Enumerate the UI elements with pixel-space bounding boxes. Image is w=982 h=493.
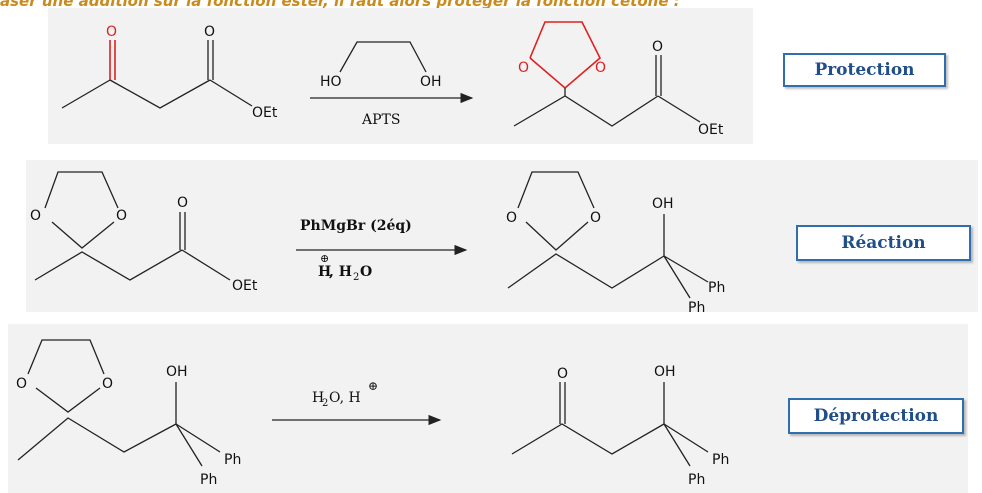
- diol-ho: HO: [320, 74, 342, 90]
- reagent-h2o-h: H: [312, 390, 324, 406]
- reactant3-acetal-oxygen-right: O: [102, 376, 113, 392]
- reactant-acetal-ester: O O O OEt: [30, 171, 258, 294]
- product3-ketone-oxygen: O: [557, 366, 568, 382]
- reactant2-ester-oxygen: O: [177, 195, 188, 211]
- reactant3-oh: OH: [166, 364, 188, 380]
- reagent-apts: APTS: [361, 112, 400, 128]
- reagent-h2o-sub: 2: [353, 272, 359, 283]
- reagent-h2o-rest: O, H: [329, 390, 361, 406]
- reagent-h-plus: ⊕: [320, 252, 329, 265]
- step-label-protection: Protection: [783, 53, 946, 87]
- header-text: aser une addition sur la fonction ester,…: [0, 0, 680, 10]
- product-acetal-oxygen-right: O: [595, 60, 606, 76]
- diol-oh: OH: [420, 74, 442, 90]
- reactant3-ph-2: Ph: [200, 472, 217, 488]
- product2-acetal-oxygen-left: O: [506, 210, 517, 226]
- reactant2-acetal-oxygen-left: O: [30, 208, 41, 224]
- product2-ph-1: Ph: [708, 280, 725, 296]
- reactant-ethyl-acetoacetate: O O OEt: [61, 24, 278, 121]
- reactant2-acetal-oxygen-right: O: [116, 208, 127, 224]
- reactant2-oet: OEt: [232, 278, 258, 294]
- product-oet: OEt: [698, 122, 724, 138]
- reagent-phmgbr: PhMgBr (2éq): [300, 218, 412, 234]
- product3-ph-2: Ph: [688, 472, 705, 488]
- product3-oh: OH: [654, 364, 676, 380]
- reagent-h-plus-3: ⊕: [368, 379, 378, 393]
- reagent-comma-h: , H: [329, 264, 352, 280]
- reactant-ester-oxygen: O: [204, 24, 215, 40]
- product-acetal-diphenylcarbinol: O O OH Ph Ph: [506, 171, 725, 316]
- reactant-oet: OEt: [252, 105, 278, 121]
- product-acetal-ester: O O O OEt: [513, 21, 724, 138]
- product3-ph-1: Ph: [712, 452, 729, 468]
- reactant3-acetal-oxygen-left: O: [16, 376, 27, 392]
- reagent-h: H: [318, 264, 331, 280]
- product2-oh: OH: [652, 196, 674, 212]
- product-hydroxyketone: O OH Ph Ph: [511, 364, 729, 488]
- product-acetal-oxygen-left: O: [518, 60, 529, 76]
- reactant-ketone-oxygen: O: [106, 24, 117, 40]
- protection-panel: [48, 8, 753, 144]
- reagent-ethylene-glycol: HO OH: [320, 41, 442, 90]
- reactant-acetal-diphenylcarbinol: O O OH Ph Ph: [16, 339, 241, 488]
- reactant3-ph-1: Ph: [224, 452, 241, 468]
- reagent-h2o-o: O: [360, 264, 372, 280]
- step-label-deprotection: Déprotection: [788, 398, 964, 434]
- product-ester-oxygen: O: [652, 39, 663, 55]
- reagent-h2o-sub-3: 2: [322, 398, 328, 409]
- step-label-reaction: Réaction: [796, 225, 971, 261]
- product2-ph-2: Ph: [688, 300, 705, 316]
- product2-acetal-oxygen-right: O: [590, 210, 601, 226]
